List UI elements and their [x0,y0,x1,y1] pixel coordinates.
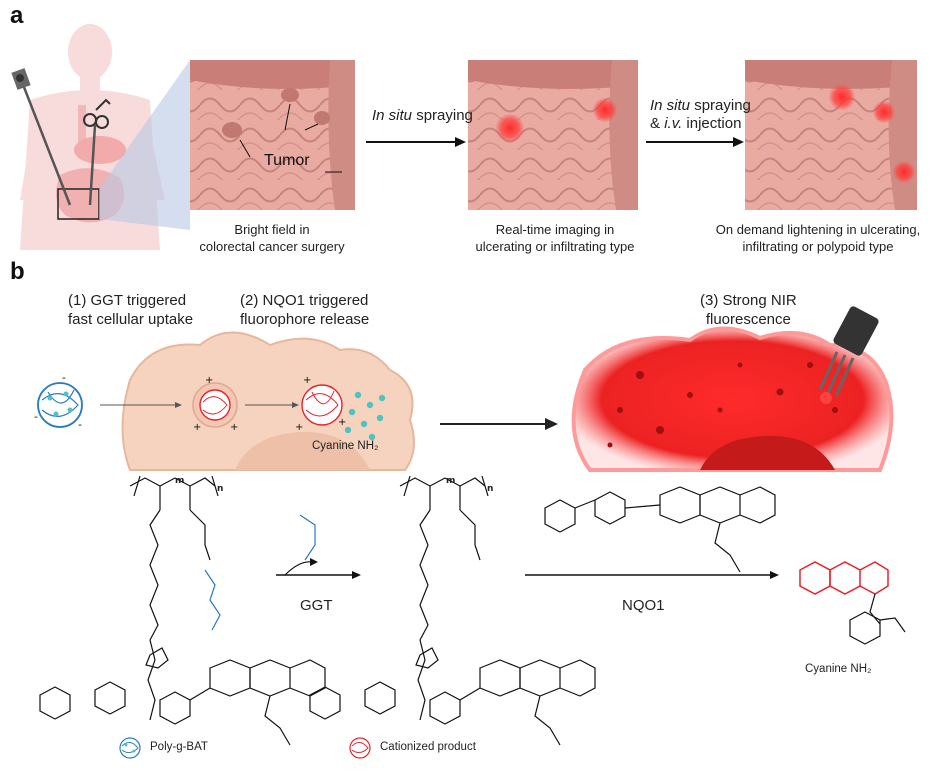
svg-text:+: + [193,422,201,433]
cyanine-cell-label: Cyanine NH₂ [312,440,379,452]
released-particle: + + + [295,375,386,441]
step1-line2: fast cellular uptake [68,311,194,328]
nqo1-intermediate [544,486,776,573]
process-arrows-a [366,137,744,147]
arrow2-label-line2-italic: i.v. [664,115,683,132]
arrow2-label-line2-pre: & [650,115,665,132]
arrow1-label-rest: spraying [412,107,473,124]
cancer-cell [121,331,415,471]
svg-text:+: + [230,422,238,433]
cyanine-indole [849,593,906,645]
panel-a-letter: a [10,2,24,29]
laparoscopic-instruments [11,68,111,206]
caption-bright-field-line2: colorectal cancer surgery [199,239,345,254]
panel-b-letter: b [10,258,25,285]
intestine-image-on-demand [745,60,917,210]
arrow1-label-italic: In situ [372,107,413,124]
step1-label: (1) GGT triggered fast cellular uptake [68,291,193,329]
enzyme-nqo1-label: NQO1 [622,597,665,614]
caption-bright-field: Bright field in colorectal cancer surger… [182,221,362,255]
caption-on-demand-line1: On demand lightening in ulcerating, [715,222,921,237]
reaction-arrows [276,558,779,579]
polymer-structure-1 [39,475,326,746]
cyanine-nh2-structure [799,561,889,595]
step3-line2: fluorescence [705,311,791,328]
tumor-glow-2 [593,98,617,122]
tumor-glow-5 [893,161,915,183]
caption-on-demand: On demand lightening in ulcerating, infi… [700,221,936,255]
subscript-n-1: n [217,484,224,494]
step3-line1: (3) Strong NIR [700,292,797,309]
arrow1-label: In situ spraying [372,106,473,125]
subscript-m-2: m [446,476,456,486]
nanoparticle-neutral: - - - [34,371,83,431]
zoom-cone [99,60,190,230]
caption-real-time: Real-time imaging in ulcerating or infil… [455,221,655,255]
arrow2-label-line2-rest: injection [682,115,742,132]
subscript-m-1: m [175,476,185,486]
enzyme-ggt-label: GGT [300,597,333,614]
svg-text:+: + [303,375,311,386]
intestine-image-real-time [468,60,638,210]
endosome-particle: + + + [192,375,238,433]
legend-poly-g-bat: Poly-g-BAT [150,741,208,753]
caption-on-demand-line2: infiltrating or polypoid type [742,239,894,254]
fluorescent-cell [571,326,894,472]
step2-line2: fluorophore release [240,311,370,328]
svg-text:-: - [34,410,38,423]
step1-line1: (1) GGT triggered [68,292,187,309]
tumor-label: Tumor [264,152,310,169]
svg-text:+: + [205,375,213,386]
legend-cationized-product: Cationized product [380,741,476,753]
imaging-probe-icon [818,306,879,404]
product-cyanine-label: Cyanine NH₂ [805,663,872,675]
caption-real-time-line2: ulcerating or infiltrating type [475,239,635,254]
arrow2-label-line1-rest: spraying [690,97,751,114]
intestine-image-bright-field [190,60,355,210]
arrow2-label: In situ spraying & i.v. injection [650,97,751,133]
svg-text:+: + [338,417,346,428]
ggt-substrate [204,514,316,631]
arrow2-label-line1-italic: In situ [650,97,691,114]
svg-text:-: - [62,371,66,384]
tumor-glow-1 [496,114,524,142]
caption-real-time-line1: Real-time imaging in [495,222,615,237]
caption-bright-field-line1: Bright field in [234,222,310,237]
svg-text:+: + [295,422,303,433]
step2-line1: (2) NQO1 triggered [240,292,369,309]
legend-icon-poly-g-bat [119,737,141,759]
subscript-n-2: n [487,484,494,494]
step3-label: (3) Strong NIR fluorescence [700,291,797,329]
legend-icon-cationized-product [349,737,371,759]
step2-label: (2) NQO1 triggered fluorophore release [240,291,369,329]
svg-text:-: - [78,418,82,431]
tumor-glow-4 [873,101,895,123]
polymer-structure-2 [309,475,596,746]
tumor-glow-3 [829,84,855,110]
